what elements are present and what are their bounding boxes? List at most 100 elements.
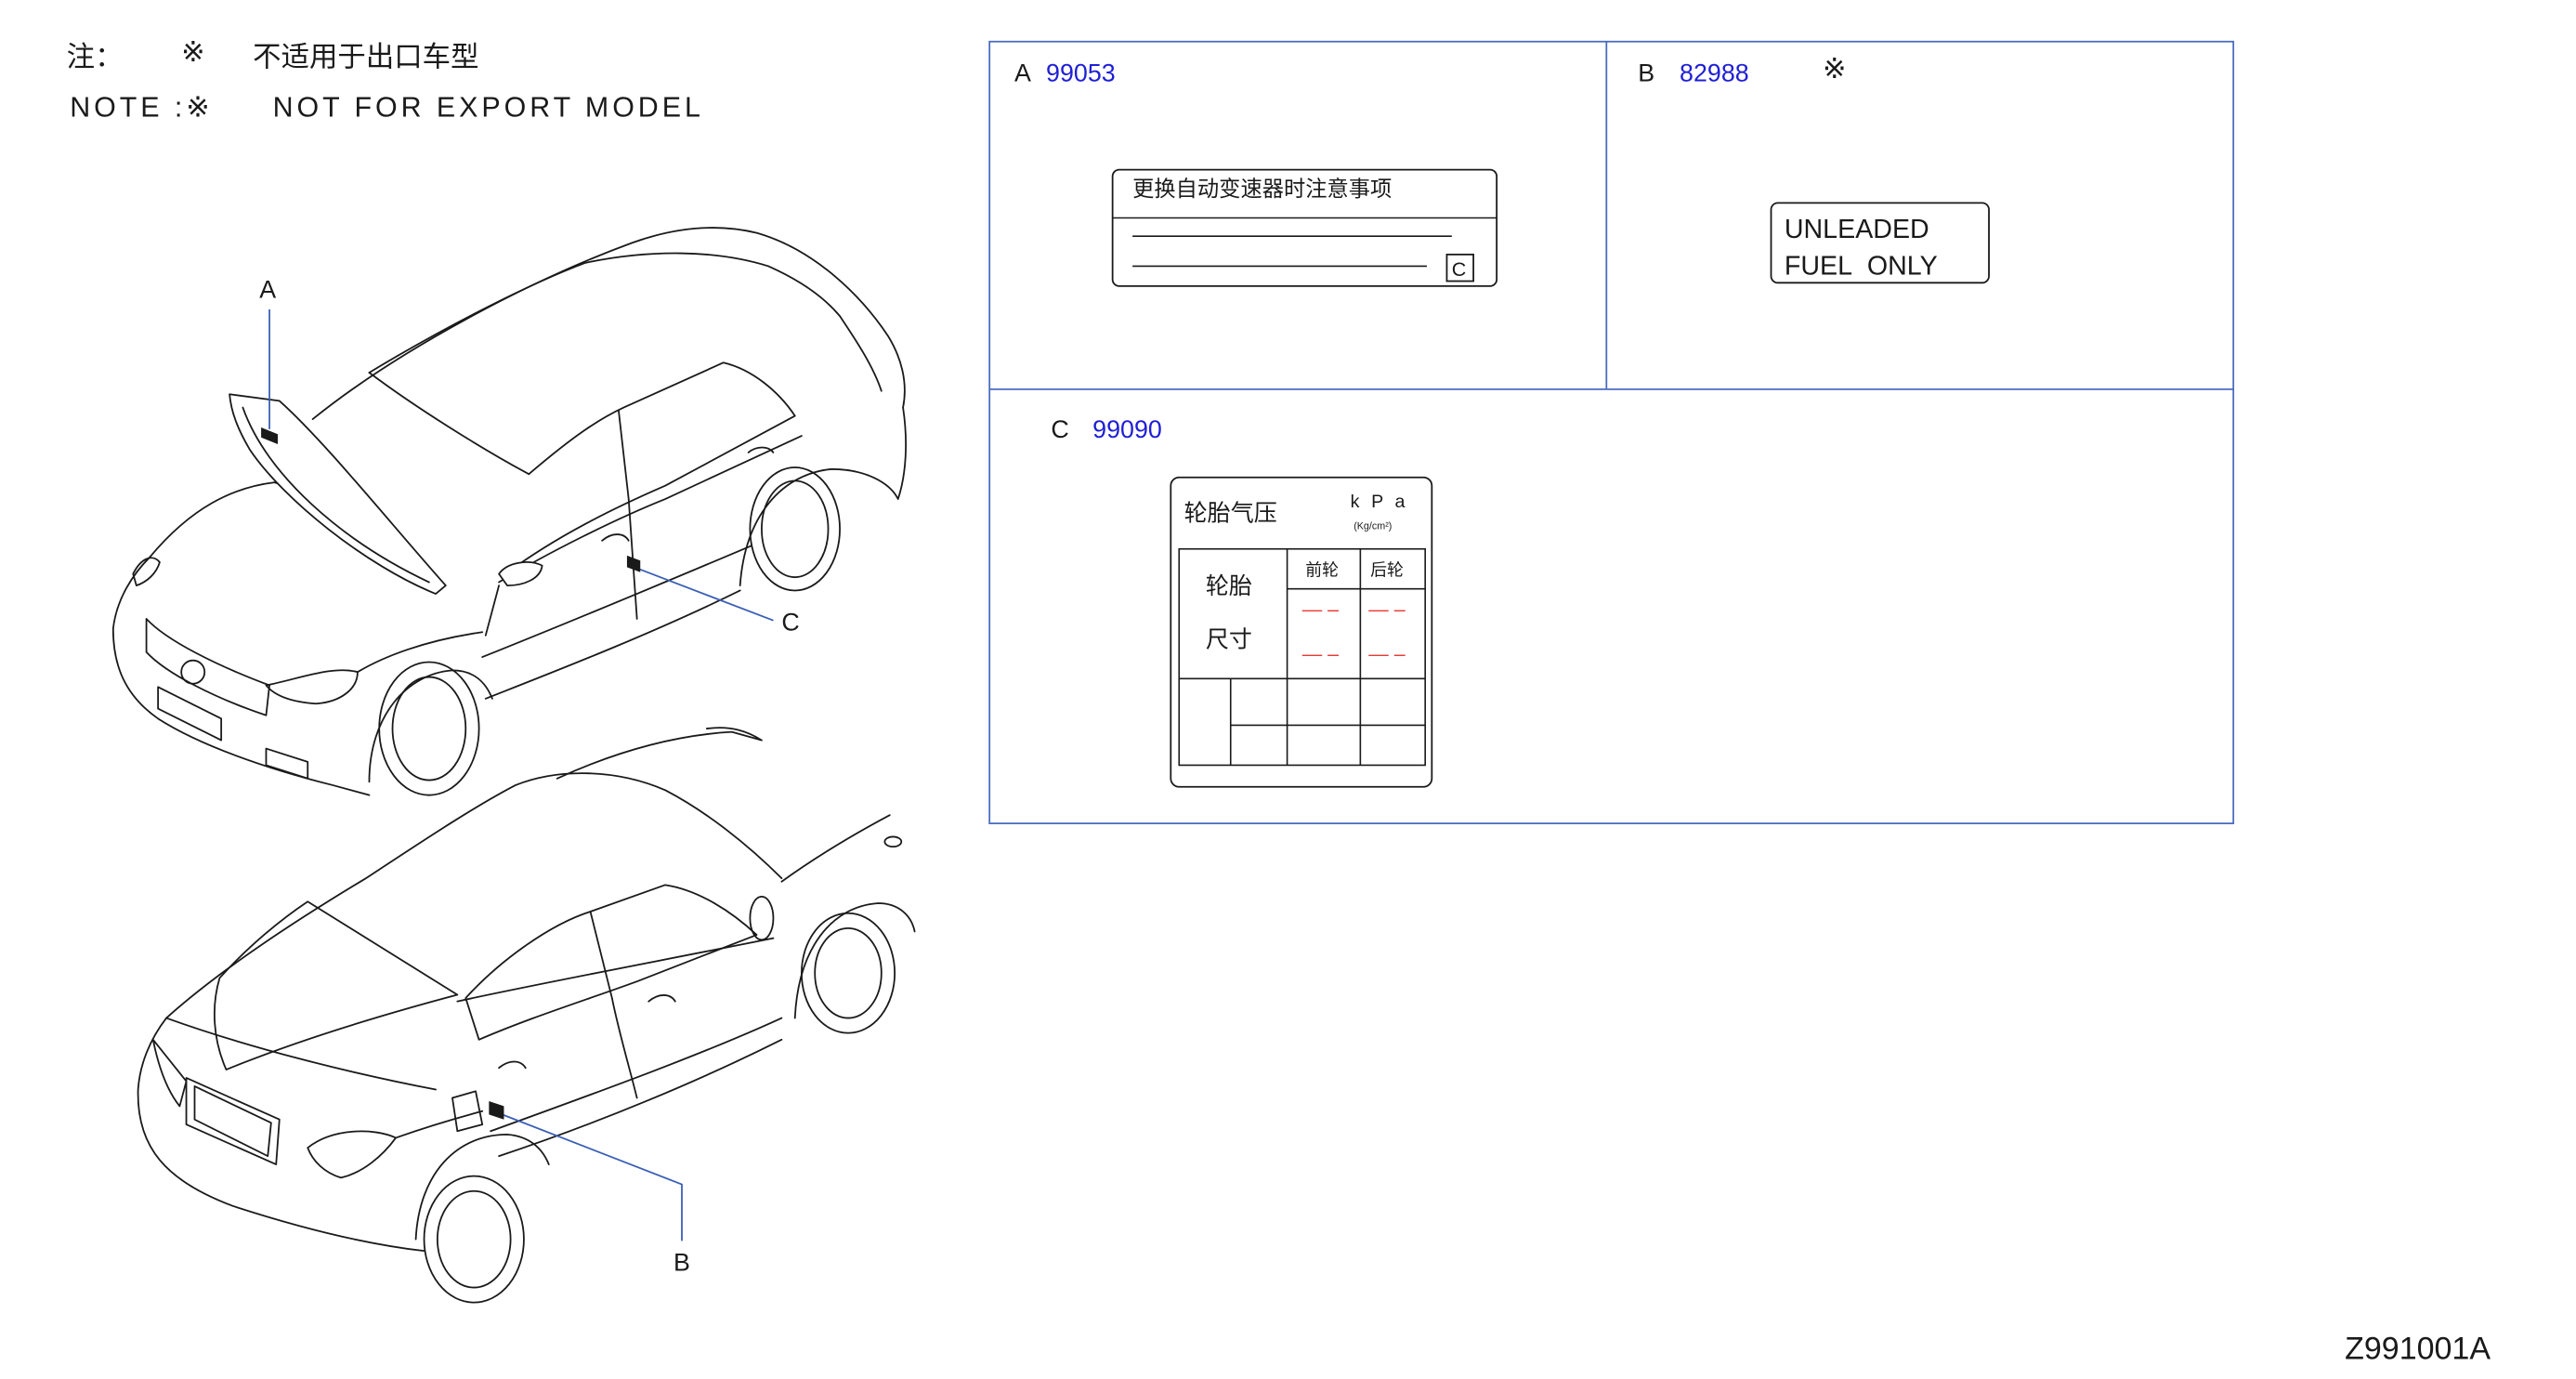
- front-view-car: [111, 227, 908, 796]
- table-row-label-2: 尺寸: [1206, 625, 1252, 652]
- car-lower-grille: [265, 747, 309, 780]
- car2-far-taillight: [151, 1038, 188, 1108]
- callout-b-leader: [502, 1113, 683, 1241]
- callout-c[interactable]: C: [626, 555, 800, 637]
- car-front-wheel: [378, 661, 480, 796]
- car-front-fender: [357, 631, 484, 674]
- panel-c-label-title: 轮胎气压: [1184, 499, 1277, 526]
- car2-rear-arch: [414, 1133, 550, 1241]
- note-cn-text: 不适用于出口车型: [253, 42, 478, 74]
- table-row-label-1: 轮胎: [1206, 572, 1252, 599]
- callout-b[interactable]: B: [489, 1101, 690, 1277]
- car2-near-taillight: [307, 1130, 398, 1179]
- panel-a-label-title: 更换自动变速器时注意事项: [1132, 177, 1392, 202]
- note-cn-prefix: 注：: [67, 42, 124, 74]
- car2-rear-wheel: [423, 1175, 525, 1304]
- table-value-front-2: — –: [1302, 643, 1339, 665]
- car-emblem: [180, 659, 206, 685]
- car2-rocker: [498, 1038, 783, 1158]
- car2-door-handle-rear: [498, 1060, 527, 1070]
- car-front-plate: [157, 686, 223, 742]
- car2-roof-outline: [165, 772, 783, 1019]
- panel-b-letter: B: [1638, 59, 1654, 87]
- car-near-headlight: [265, 669, 359, 705]
- car-rear-wheel: [749, 466, 841, 592]
- panel-frame: [988, 40, 2235, 824]
- label-panels: A 99053 更换自动变速器时注意事项 C B 82988 ※ UNLEADE…: [988, 40, 2235, 824]
- car-front-face: [111, 556, 151, 630]
- note-cn-symbol: ※: [181, 36, 205, 69]
- table-value-front-1: — –: [1302, 598, 1339, 620]
- panel-a-part-number[interactable]: 99053: [1046, 59, 1116, 87]
- car2-rear-face: [137, 1017, 425, 1253]
- car2-front-wheel-rim: [814, 926, 883, 1019]
- table-header-front: 前轮: [1305, 560, 1339, 580]
- car-front-wheel-rim: [391, 676, 467, 781]
- note-en-prefix: NOTE :※: [70, 91, 213, 123]
- car2-fuel-door: [451, 1090, 484, 1133]
- car-lower-body: [481, 545, 753, 658]
- car-open-hood-inner: [242, 406, 430, 584]
- car-open-hood: [229, 393, 447, 595]
- callout-a-letter[interactable]: A: [259, 275, 276, 303]
- car2-front-wheel: [800, 912, 896, 1034]
- car2-c-pillar: [589, 911, 613, 999]
- notes: 注： ※ 不适用于出口车型 NOTE :※ NOT FOR EXPORT MOD…: [67, 36, 704, 123]
- callout-c-marker: [626, 555, 641, 572]
- diagram-code: Z991001A: [2345, 1332, 2491, 1367]
- car-rear-arch: [739, 406, 908, 587]
- car-front-arch: [368, 669, 493, 783]
- car-door-handle-rear: [747, 446, 775, 453]
- car-door-handle-front: [601, 533, 630, 542]
- note-en-text: NOT FOR EXPORT MODEL: [273, 91, 704, 123]
- panel-c-part-number[interactable]: 99090: [1092, 415, 1162, 443]
- panel-b-label-line2: FUEL ONLY: [1785, 251, 1938, 281]
- callout-a[interactable]: A: [259, 275, 279, 444]
- car2-side-window: [464, 884, 758, 1041]
- panel-c: C 99090 轮胎气压 k P a (Kg/cm²) 前轮 后轮 轮胎 尺寸 …: [1051, 415, 1433, 788]
- car2-rear-fender: [395, 1110, 484, 1139]
- car2-lower-body: [490, 1017, 783, 1133]
- panel-c-label: [1170, 476, 1433, 788]
- car-far-headlight: [132, 557, 161, 587]
- callout-c-letter[interactable]: C: [781, 608, 799, 636]
- panel-b-label: [1770, 202, 1990, 284]
- tire-pressure-table: 前轮 后轮 轮胎 尺寸 — – — – — – — –: [1178, 547, 1426, 767]
- panel-c-unit: k P a: [1351, 492, 1408, 512]
- rear-view-car: [137, 727, 916, 1304]
- car-mirror: [498, 561, 543, 587]
- panel-a-label: [1111, 168, 1498, 287]
- car2-trunk-edge: [165, 1017, 437, 1091]
- car2-rear-wheel-rim: [436, 1189, 512, 1289]
- panel-c-unit-alt: (Kg/cm²): [1353, 520, 1392, 532]
- car-rocker: [484, 589, 741, 700]
- car-grille: [145, 618, 270, 716]
- panel-b-label-line1: UNLEADED: [1785, 215, 1929, 244]
- panel-a-label-letter-box: [1445, 253, 1474, 282]
- car-roof-edge: [368, 252, 883, 392]
- car-a-pillar: [368, 372, 530, 476]
- car2-belt-line: [456, 937, 775, 1003]
- table-value-rear-2: — –: [1368, 643, 1405, 665]
- car-rear-wheel-rim: [761, 479, 830, 579]
- car-door-front-cut: [484, 584, 500, 637]
- car2-plate-recess: [185, 1077, 281, 1165]
- panel-a: A 99053 更换自动变速器时注意事项 C: [1014, 59, 1498, 287]
- car2-hood-strut: [780, 814, 891, 883]
- callout-a-marker: [261, 427, 279, 444]
- car-roof-outline: [311, 227, 906, 421]
- panel-b-symbol: ※: [1823, 53, 1847, 85]
- car2-open-hood: [556, 727, 763, 780]
- car2-door-handle-front: [647, 994, 676, 1003]
- panel-b: B 82988 ※ UNLEADED FUEL ONLY: [1638, 53, 1990, 284]
- car2-plate: [193, 1085, 272, 1158]
- callout-b-letter[interactable]: B: [673, 1249, 690, 1277]
- callout-c-leader: [638, 568, 774, 622]
- car2-door-cut: [610, 997, 638, 1099]
- table-frame: [1178, 547, 1426, 767]
- table-value-rear-1: — –: [1368, 598, 1405, 620]
- panel-b-part-number[interactable]: 82988: [1680, 59, 1749, 87]
- car2-mirror: [749, 895, 775, 941]
- car-b-pillar: [618, 410, 630, 500]
